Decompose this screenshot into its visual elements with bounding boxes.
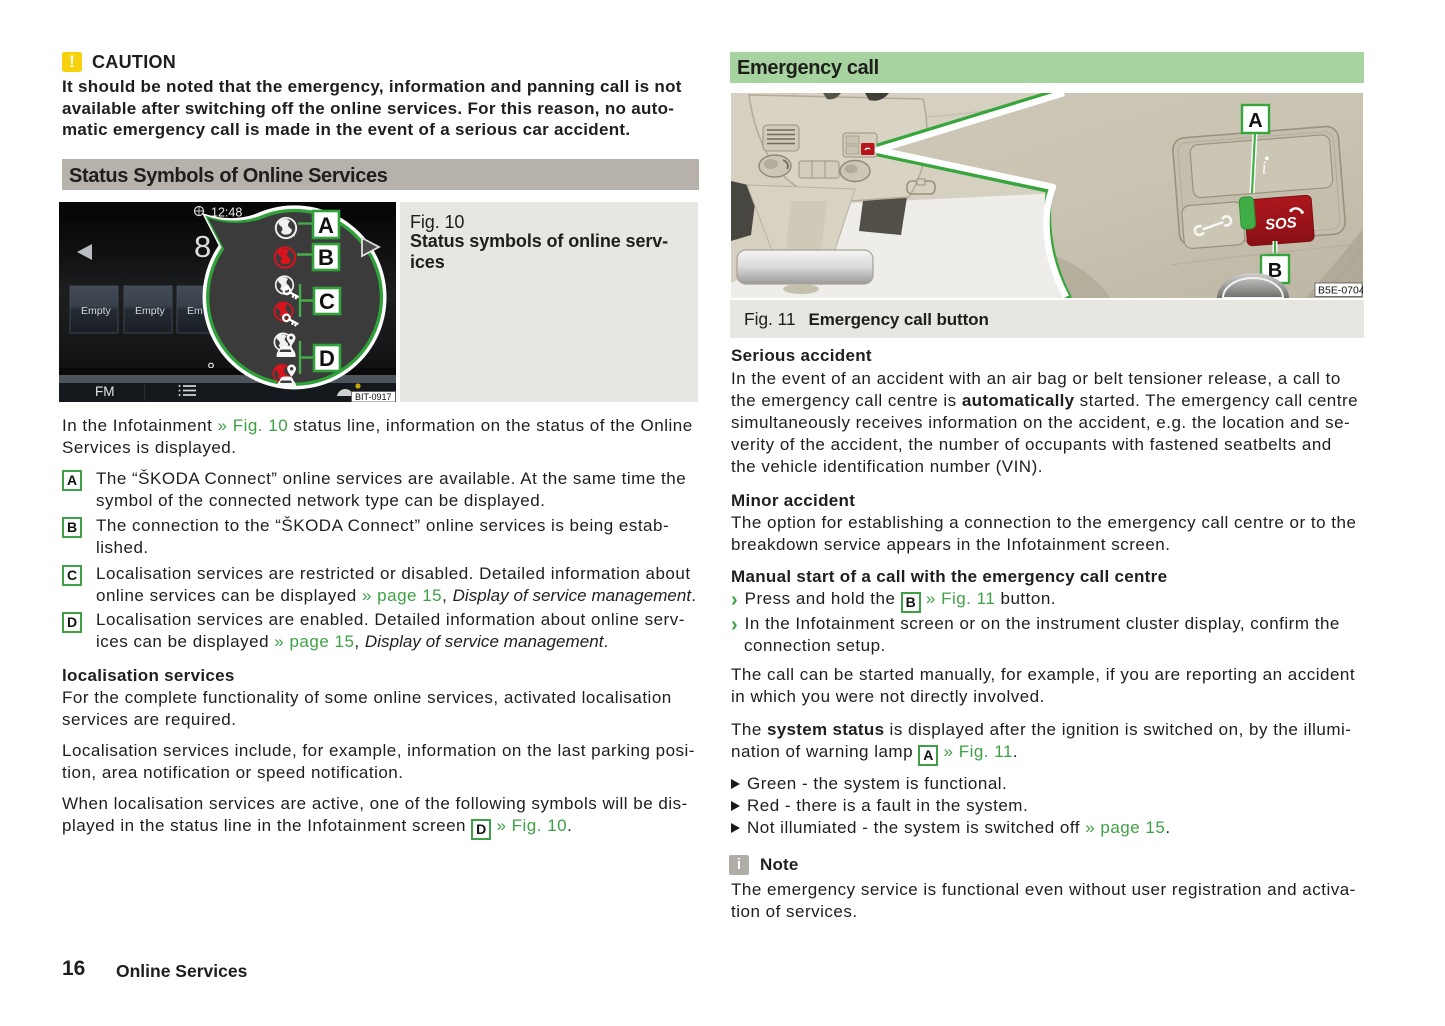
svg-text:i: i	[1261, 157, 1268, 177]
svg-text:B: B	[318, 245, 334, 270]
svg-text:12:48: 12:48	[211, 206, 242, 220]
svg-text:SOS: SOS	[1264, 214, 1297, 233]
svg-text:FM: FM	[95, 384, 115, 399]
svg-text:C: C	[319, 289, 335, 314]
svg-text:BIT-0917: BIT-0917	[355, 392, 392, 402]
svg-text:B5E-0704: B5E-0704	[1318, 285, 1363, 297]
svg-text:Empty: Empty	[81, 305, 112, 317]
svg-text:B: B	[1268, 260, 1282, 282]
svg-text:Em: Em	[187, 305, 203, 317]
svg-text:A: A	[318, 213, 334, 238]
svg-text:8: 8	[194, 229, 211, 264]
svg-text:Empty: Empty	[135, 305, 166, 317]
svg-text:A: A	[1248, 110, 1262, 132]
svg-text:D: D	[319, 346, 335, 371]
